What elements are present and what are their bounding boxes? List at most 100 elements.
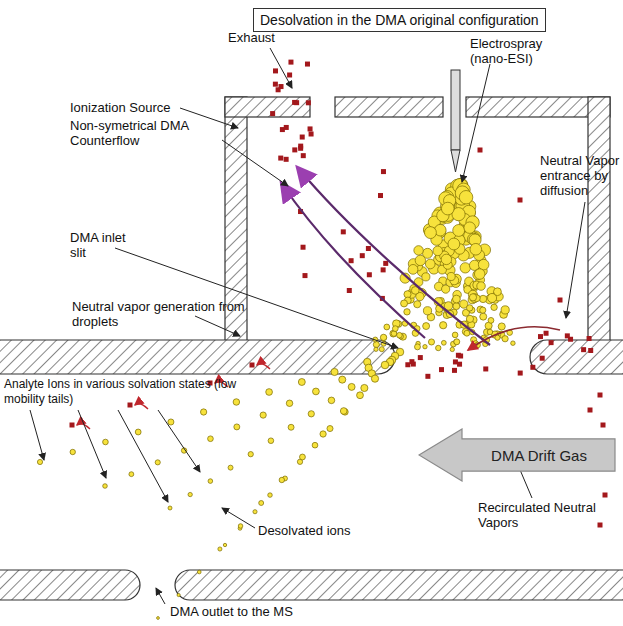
droplet — [464, 222, 475, 233]
callout-label: Recirculated Neutral Vapors — [478, 500, 618, 530]
droplet — [340, 408, 347, 415]
vapor-molecule — [308, 126, 313, 131]
callout-label: Ionization Source — [70, 100, 210, 115]
droplet — [478, 259, 489, 270]
droplet — [234, 424, 240, 430]
vapor-molecule — [287, 72, 292, 77]
vapor-molecule — [538, 334, 543, 339]
vapor-molecule — [565, 333, 570, 338]
droplet — [339, 376, 346, 383]
vapor-molecule — [518, 198, 523, 203]
droplet — [331, 368, 338, 375]
droplet — [479, 295, 486, 302]
vapor-molecule — [301, 245, 306, 250]
droplet — [425, 259, 435, 269]
droplet — [491, 304, 497, 310]
droplet — [260, 412, 266, 418]
counterflow-arrows — [282, 168, 560, 350]
vapor-molecule — [306, 100, 311, 105]
vapor-molecule — [273, 68, 278, 73]
droplet — [361, 384, 368, 391]
vapor-molecule — [558, 298, 563, 303]
droplet — [381, 361, 389, 369]
vapor-molecule — [530, 365, 535, 370]
droplet — [357, 392, 364, 399]
droplet — [401, 300, 408, 307]
droplet — [495, 335, 500, 340]
callout-label: Neutral vapor generation from droplets — [72, 299, 272, 329]
droplet — [168, 419, 174, 425]
droplet — [488, 293, 497, 302]
droplet — [414, 301, 421, 308]
droplet — [487, 329, 492, 334]
droplet — [228, 465, 233, 470]
vapor-molecule — [378, 193, 383, 198]
droplet — [327, 426, 333, 432]
drift-gas-arrow: DMA Drift Gas — [418, 428, 616, 482]
droplet — [422, 273, 430, 281]
droplet — [442, 285, 450, 293]
droplet — [441, 340, 446, 345]
droplet — [298, 379, 305, 386]
callout-label: Analyte Ions in various solvation states… — [4, 377, 244, 407]
vapor-molecule — [300, 135, 305, 140]
vapor-molecule — [418, 355, 423, 360]
droplet — [498, 323, 505, 330]
droplet — [218, 547, 222, 551]
vapor-molecule — [588, 408, 593, 413]
callout-label: Desolvated ions — [258, 523, 378, 538]
vapor-molecule — [383, 261, 388, 266]
droplet — [208, 479, 213, 484]
droplet — [453, 303, 460, 310]
needle — [451, 70, 460, 172]
droplet — [488, 317, 494, 323]
vapor-molecule — [478, 148, 483, 153]
vapor-molecule — [284, 125, 289, 130]
vapor-arrow — [257, 364, 270, 369]
droplet — [450, 347, 454, 351]
droplet — [266, 389, 273, 396]
droplet — [253, 510, 257, 514]
droplet — [469, 294, 476, 301]
vapor-molecule — [341, 229, 346, 234]
droplet — [460, 263, 470, 273]
droplet — [464, 330, 470, 336]
droplet — [502, 336, 508, 342]
droplet — [423, 323, 430, 330]
callout-label: Non-symetrical DMA Counterflow — [70, 118, 230, 148]
droplet — [423, 307, 431, 315]
droplet — [404, 309, 410, 315]
droplet — [103, 439, 109, 445]
droplet — [381, 335, 387, 341]
droplet — [415, 255, 425, 265]
droplet — [466, 305, 472, 311]
droplet — [480, 313, 487, 320]
vapor-molecule — [298, 146, 303, 151]
vapor-molecule — [270, 111, 275, 116]
vapor-molecule — [587, 336, 592, 341]
droplet — [168, 506, 172, 510]
droplet — [208, 436, 214, 442]
droplet — [200, 409, 206, 415]
droplet — [480, 307, 486, 313]
droplet — [238, 524, 243, 529]
droplet — [373, 341, 379, 347]
droplet — [197, 570, 201, 574]
callout-label: Exhaust — [228, 30, 308, 45]
vapor-molecule — [288, 60, 293, 65]
droplet — [477, 282, 486, 291]
droplet — [37, 459, 42, 464]
droplet — [428, 339, 434, 345]
droplet — [135, 429, 141, 435]
vapor-molecule — [367, 272, 372, 277]
droplet — [286, 400, 293, 407]
vapor-molecule — [544, 331, 549, 336]
droplet — [379, 347, 384, 352]
vapor-molecule — [588, 348, 593, 353]
droplet — [474, 269, 484, 279]
droplet — [268, 438, 274, 444]
vapor-molecule — [250, 363, 255, 368]
vapor-molecule — [458, 353, 463, 358]
droplet — [129, 472, 134, 477]
vapor-molecule — [457, 362, 462, 367]
